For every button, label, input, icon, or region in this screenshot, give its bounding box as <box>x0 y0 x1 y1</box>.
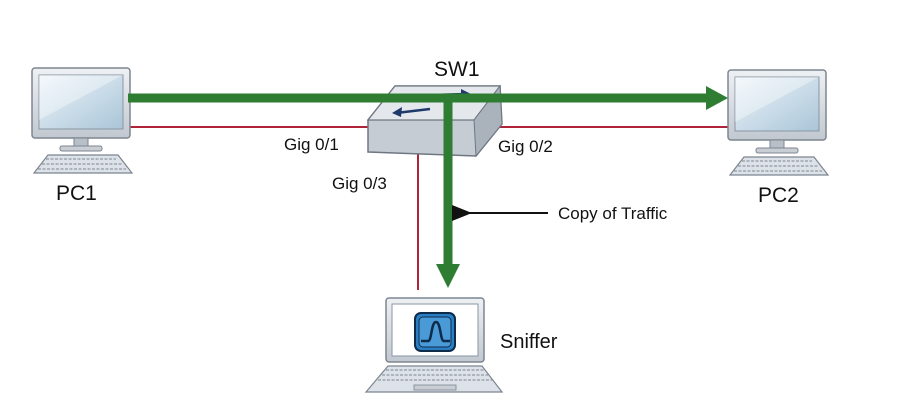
port-label-gig-0-2: Gig 0/2 <box>498 137 553 156</box>
pc2-desktop-icon <box>727 69 830 176</box>
annotation-label: Copy of Traffic <box>558 204 668 223</box>
pc2-label: PC2 <box>758 184 799 207</box>
waveform-icon <box>414 312 456 352</box>
port-label-gig-0-1: Gig 0/1 <box>284 135 339 154</box>
port-label-gig-0-3: Gig 0/3 <box>332 174 387 193</box>
pc1-label: PC1 <box>56 182 97 205</box>
traffic-arrowhead-sniffer <box>436 264 460 288</box>
traffic-arrowhead-pc2 <box>706 86 728 110</box>
sniffer-label: Sniffer <box>500 331 558 353</box>
pc1-desktop-icon <box>31 67 134 174</box>
switch-label: SW1 <box>434 58 480 81</box>
